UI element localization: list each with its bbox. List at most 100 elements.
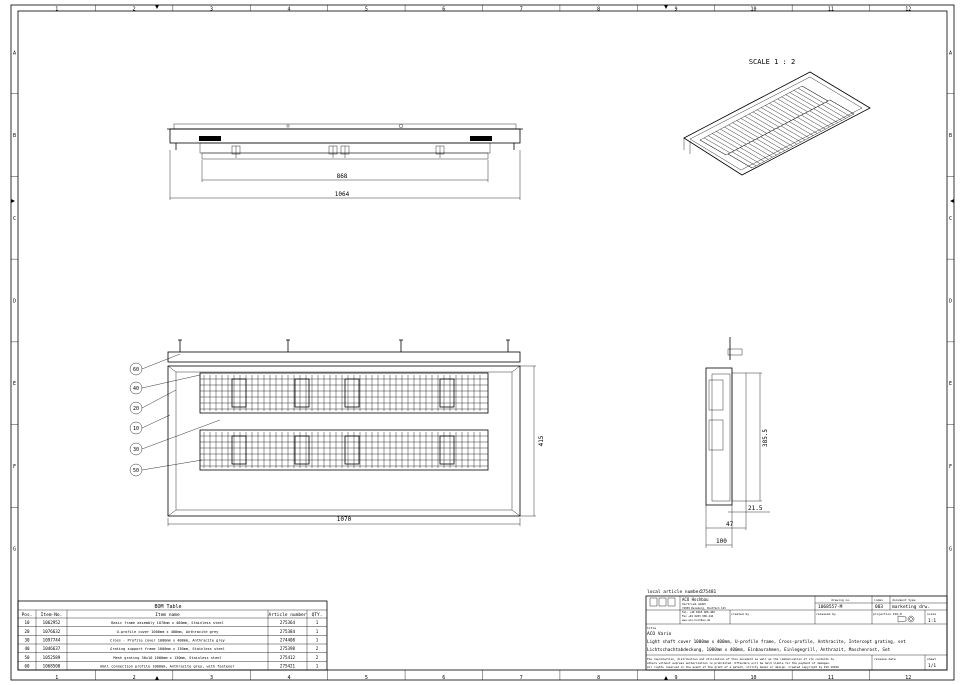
balloon-circle <box>129 362 143 376</box>
bom-header-cell: Item-No. <box>41 612 63 618</box>
bom-cell: Wall connection profile 1000mm, Anthraci… <box>100 665 235 669</box>
column-label: 2 <box>133 7 136 13</box>
column-label: 5 <box>365 675 368 681</box>
column-label: 4 <box>287 675 290 681</box>
bom-cell: 10 <box>24 620 30 625</box>
balloon-label: 60 <box>133 367 139 373</box>
column-label: 10 <box>750 675 756 681</box>
iso-scale-label: SCALE 1 : 2 <box>749 58 795 66</box>
title-block <box>645 595 948 671</box>
doc-type-value: marketing drw. <box>892 604 930 610</box>
bom-cell: Grating support frame 1000mm x 130mm, St… <box>110 647 225 651</box>
dim-415-label: 415 <box>538 435 545 446</box>
bom-cell: U-profile cover 1000mm x 408mm, Anthraci… <box>117 630 220 634</box>
column-label: 6 <box>442 675 445 681</box>
dim-21-label: 21.5 <box>748 505 763 512</box>
scale-value: 1:1 <box>928 618 936 624</box>
row-label: D <box>949 299 952 305</box>
legal-line3: All rights reserved in the event of the … <box>647 665 839 669</box>
bom-header-cell: QTY. <box>312 612 323 618</box>
company-name: ACO Hochbau <box>682 597 709 602</box>
column-label: 8 <box>597 7 600 13</box>
sheet-inner-border <box>17 10 948 671</box>
bom-cell: 1076632 <box>43 629 61 634</box>
row-label: C <box>13 216 16 222</box>
sheet-value: 1/1 <box>928 663 936 669</box>
balloon-label: 20 <box>133 406 139 412</box>
projection-label: projection ISO-E <box>873 612 902 616</box>
doc-type-label: document type <box>892 598 916 602</box>
row-label: G <box>13 547 16 553</box>
dim-100-label: 100 <box>716 538 727 545</box>
company-web: www.aco-hochbau.de <box>682 618 711 622</box>
dim-868-label: 868 <box>337 173 348 180</box>
column-label: 12 <box>905 7 911 13</box>
row-label: C <box>949 216 952 222</box>
bom-header-cell: Pos. <box>22 612 33 618</box>
bom-cell: 1 <box>316 620 319 625</box>
column-label: 3 <box>210 7 213 13</box>
bom-cell: 1 <box>316 664 319 669</box>
title-label: title <box>647 626 656 630</box>
row-label: F <box>13 464 16 470</box>
local-article-label: local article number: <box>647 589 704 595</box>
bom-cell: 275421 <box>280 664 296 669</box>
legal-line1: The reproduction, distribution and utili… <box>647 657 834 661</box>
column-label: 2 <box>133 675 136 681</box>
column-label: 12 <box>905 675 911 681</box>
bom-cell: 40 <box>24 646 30 651</box>
dim-1064-label: 1064 <box>335 191 350 198</box>
bom-cell: 1 <box>316 638 319 643</box>
column-label: 9 <box>675 7 678 13</box>
column-label: 1 <box>55 7 58 13</box>
balloon-label: 30 <box>133 447 139 453</box>
company-fax: Fax +49 6263 906-444 <box>682 614 714 618</box>
balloon-label: 40 <box>133 386 139 392</box>
column-label: 7 <box>520 675 523 681</box>
row-label: A <box>949 50 952 56</box>
sheet-label: sheet <box>927 657 936 661</box>
column-label: 6 <box>442 7 445 13</box>
column-label: 3 <box>210 675 213 681</box>
release-date-label: release date <box>874 657 896 661</box>
bom-cell: 275412 <box>280 655 296 660</box>
bom-cell: 60 <box>24 664 30 669</box>
dim-1070-label: 1070 <box>337 516 352 523</box>
side-view <box>705 337 770 548</box>
balloon-circle <box>129 381 143 395</box>
bom-cell: 1097744 <box>43 638 61 643</box>
row-label: E <box>13 381 16 387</box>
bom-cell: 275398 <box>280 646 296 651</box>
row-label: D <box>13 299 16 305</box>
column-label: 4 <box>287 7 290 13</box>
released-by-label: released by <box>816 612 836 616</box>
column-label: 9 <box>675 675 678 681</box>
row-label: A <box>13 50 16 56</box>
column-label: 7 <box>520 7 523 13</box>
bom-cell: 1062952 <box>43 620 61 625</box>
index-label: index <box>874 598 883 602</box>
bom-title: BOM Table <box>154 604 181 610</box>
bom-cell: Cross - Profile cover 1000mm x 408mm, An… <box>110 639 226 643</box>
created-by-label: created by <box>731 612 749 616</box>
bom-cell: 30 <box>24 638 30 643</box>
bom-cell: 20 <box>24 629 30 634</box>
balloon-label: 50 <box>133 468 139 474</box>
isometric-view <box>683 71 871 176</box>
balloon-circle <box>129 421 143 435</box>
column-label: 10 <box>750 7 756 13</box>
top-view <box>167 123 523 200</box>
bom-cell: 1068500 <box>43 664 61 669</box>
column-label: 8 <box>597 675 600 681</box>
balloon-circle <box>129 463 143 477</box>
row-label: G <box>949 547 952 553</box>
bom-cell: 275364 <box>280 620 296 625</box>
bom-cell: Mesh grating 30x10 1000mm x 130mm, Stain… <box>113 656 221 660</box>
bom-cell: 2 <box>316 646 319 651</box>
company-sub: Vertrieb GmbH <box>682 602 706 606</box>
column-label: 11 <box>828 675 834 681</box>
title-line1: ACO Vario <box>647 631 672 637</box>
